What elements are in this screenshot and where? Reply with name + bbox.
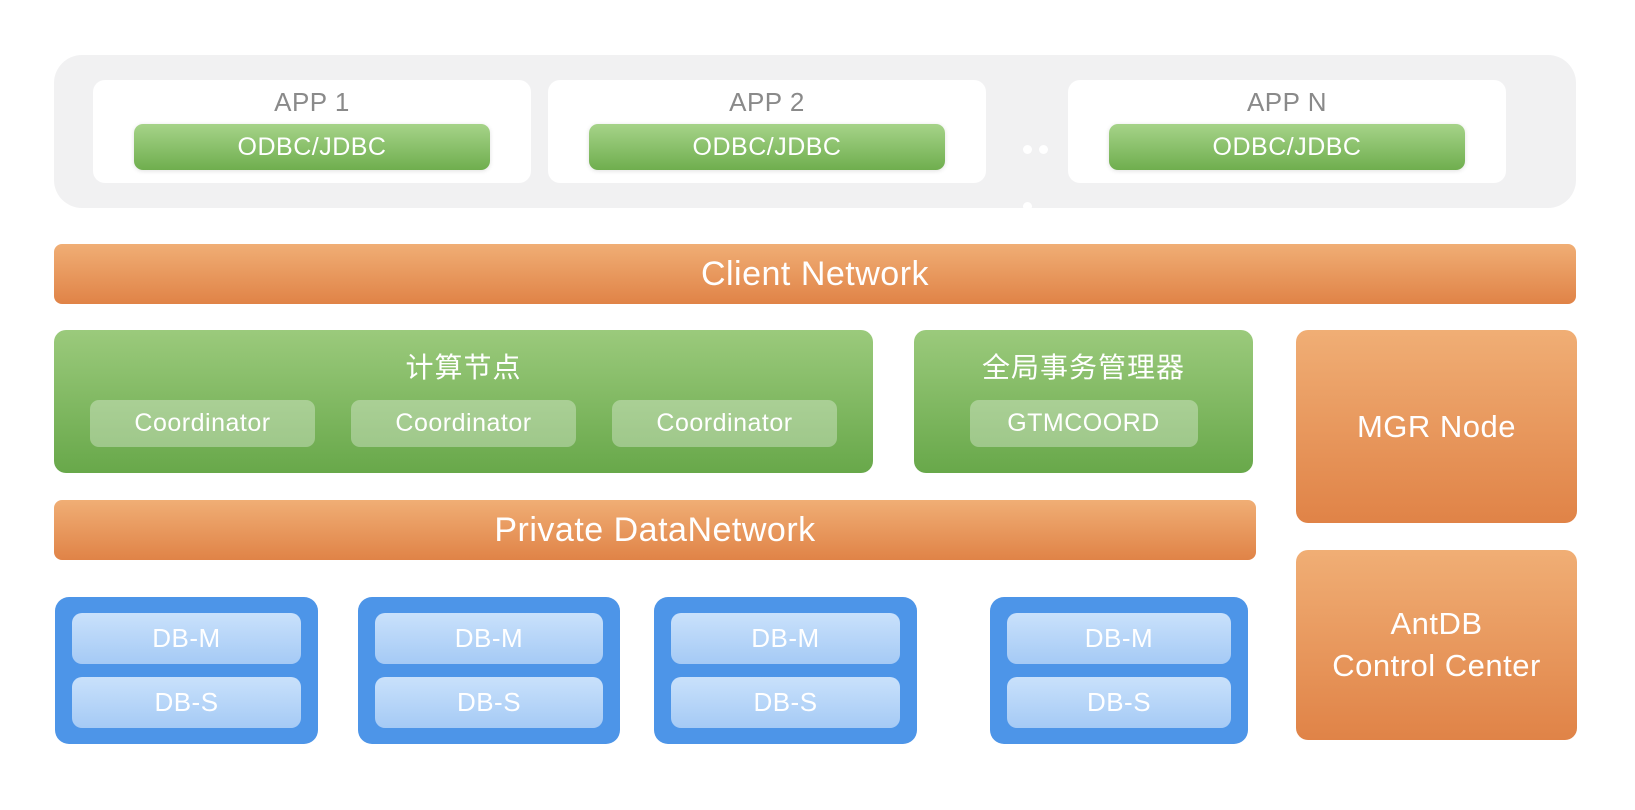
db-slave-node: DB-S	[72, 677, 301, 728]
db-master-node: DB-M	[1007, 613, 1231, 664]
db-master-node: DB-M	[671, 613, 900, 664]
coordinator-row: Coordinator Coordinator Coordinator	[54, 400, 873, 447]
gtmcoord-node: GTMCOORD	[969, 400, 1198, 447]
db-master-node: DB-M	[72, 613, 301, 664]
mgr-node-box: MGR Node	[1296, 330, 1577, 523]
db-group: DB-M DB-S	[990, 597, 1248, 744]
gtm-panel-title: 全局事务管理器	[981, 352, 1185, 383]
app-title: APP N	[1246, 87, 1328, 117]
gtm-panel: 全局事务管理器 GTMCOORD	[914, 330, 1253, 473]
coordinator-node: Coordinator	[90, 400, 315, 447]
db-group: DB-M DB-S	[358, 597, 620, 744]
mgr-node-label: MGR Node	[1356, 408, 1517, 444]
compute-panel-title: 计算节点	[405, 352, 522, 383]
odbc-jdbc-connector: ODBC/JDBC	[589, 124, 945, 170]
app-card: APP 2 ODBC/JDBC	[548, 80, 986, 183]
db-slave-node: DB-S	[1007, 677, 1231, 728]
app-card: APP N ODBC/JDBC	[1068, 80, 1506, 183]
odbc-jdbc-connector: ODBC/JDBC	[134, 124, 490, 170]
db-group: DB-M DB-S	[654, 597, 917, 744]
db-group: DB-M DB-S	[55, 597, 318, 744]
app-card: APP 1 ODBC/JDBC	[93, 80, 531, 183]
gtmcoord-row: GTMCOORD	[914, 400, 1253, 447]
app-layer-container: APP 1 ODBC/JDBC APP 2 ODBC/JDBC APP N OD…	[54, 55, 1576, 208]
compute-node-panel: 计算节点 Coordinator Coordinator Coordinator	[54, 330, 873, 473]
db-master-node: DB-M	[375, 613, 603, 664]
coordinator-node: Coordinator	[612, 400, 837, 447]
ellipsis-dot	[1023, 145, 1032, 154]
odbc-jdbc-connector: ODBC/JDBC	[1109, 124, 1465, 170]
app-title: APP 2	[729, 87, 805, 117]
ellipsis-dot	[1039, 145, 1048, 154]
private-data-network-bar: Private DataNetwork	[54, 500, 1256, 560]
coordinator-node: Coordinator	[351, 400, 576, 447]
app-title: APP 1	[274, 87, 350, 117]
client-network-bar: Client Network	[54, 244, 1576, 304]
db-slave-node: DB-S	[671, 677, 900, 728]
control-center-label-line1: AntDB	[1390, 606, 1483, 642]
antdb-control-center-box: AntDB Control Center	[1296, 550, 1577, 740]
ellipsis-dot	[1023, 202, 1032, 211]
control-center-label-line2: Control Center	[1332, 648, 1541, 683]
db-slave-node: DB-S	[375, 677, 603, 728]
